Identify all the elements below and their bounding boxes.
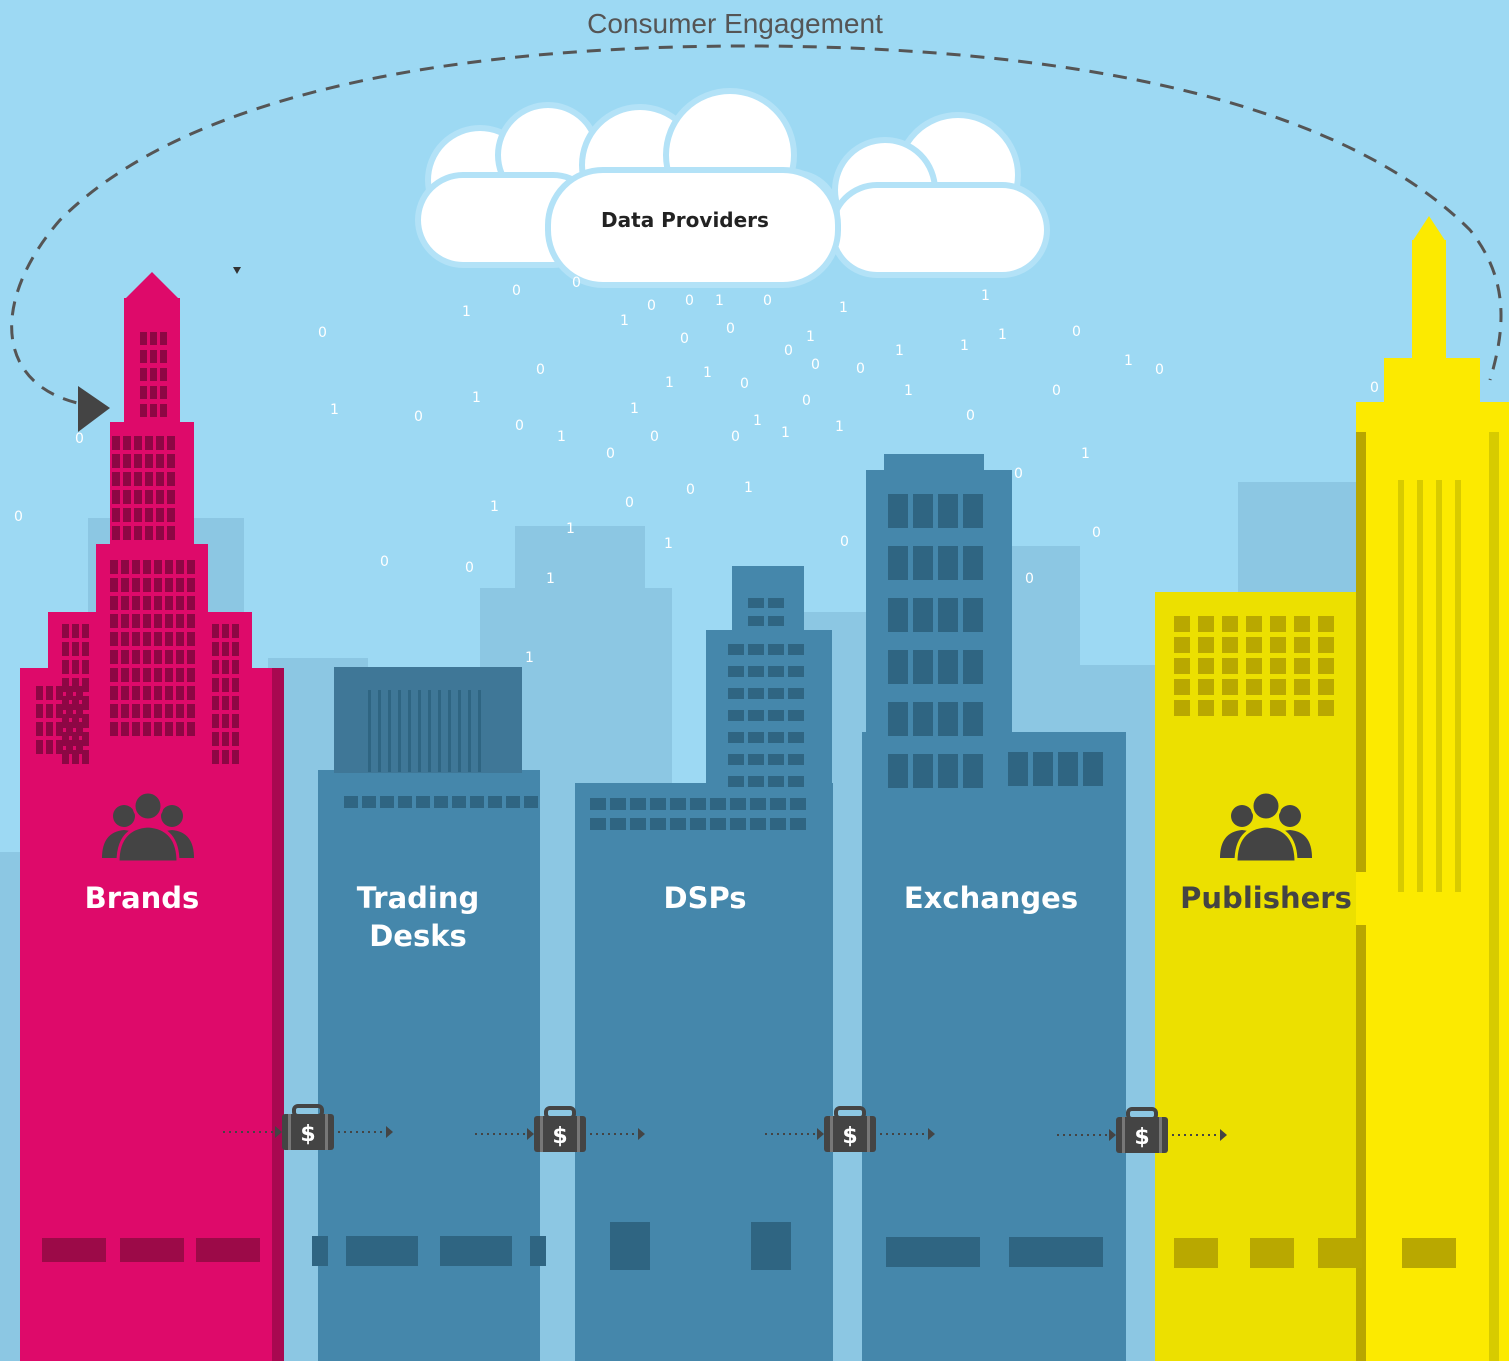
binary-digit: 1 (472, 390, 481, 406)
loop-arrowhead-icon (78, 386, 110, 432)
binary-digit: 1 (998, 327, 1007, 343)
data-providers-label: Data Providers (601, 208, 769, 232)
binary-digit: 1 (664, 536, 673, 552)
binary-digit: 0 (647, 298, 656, 314)
dsps-label: DSPs (663, 881, 747, 915)
money-briefcase-icon: $ (765, 1106, 935, 1152)
binary-digit: 1 (620, 313, 629, 329)
dollar-sign: $ (1134, 1125, 1149, 1150)
binary-digit: 0 (740, 376, 749, 392)
people-icon-publishers (1220, 790, 1312, 864)
binary-digit: 0 (685, 293, 694, 309)
binary-digit: 1 (490, 499, 499, 515)
binary-digit: 0 (318, 325, 327, 341)
brands-label: Brands (84, 881, 200, 915)
binary-digit: 0 (966, 408, 975, 424)
binary-digit: 0 (1052, 383, 1061, 399)
binary-digit: 0 (1025, 571, 1034, 587)
binary-digit: 1 (557, 429, 566, 445)
binary-digit: 0 (1072, 324, 1081, 340)
binary-digit: 1 (1124, 353, 1133, 369)
binary-digit: 1 (546, 571, 555, 587)
binary-digit: 0 (650, 429, 659, 445)
binary-digit: 0 (14, 509, 23, 525)
binary-digit: 0 (515, 418, 524, 434)
binary-digit: 0 (414, 409, 423, 425)
diagram-title: Consumer Engagement (587, 8, 883, 39)
binary-digit: 0 (784, 343, 793, 359)
money-briefcase-icon: $ (1057, 1107, 1227, 1153)
binary-digit: 1 (839, 300, 848, 316)
binary-digit: 1 (525, 650, 534, 666)
people-icon-brands (102, 790, 194, 864)
binary-digit: 1 (630, 401, 639, 417)
binary-digit: 0 (856, 361, 865, 377)
binary-digit: 1 (744, 480, 753, 496)
building-trading-desks (312, 667, 546, 1361)
dollar-sign: $ (300, 1122, 315, 1147)
binary-digit: 0 (536, 362, 545, 378)
dollar-sign: $ (552, 1124, 567, 1149)
binary-digit: 0 (726, 321, 735, 337)
binary-digit: 0 (1370, 380, 1379, 396)
binary-digit: 0 (811, 357, 820, 373)
money-flow: $ $ $ $ (223, 1104, 1227, 1153)
money-briefcase-icon: $ (223, 1104, 393, 1150)
binary-digit: 0 (680, 331, 689, 347)
binary-digit: 0 (731, 429, 740, 445)
building-dsps (575, 566, 833, 1361)
binary-digit: 0 (1092, 525, 1101, 541)
publishers-label: Publishers (1180, 881, 1352, 915)
binary-digit: 0 (380, 554, 389, 570)
binary-digit: 1 (1081, 446, 1090, 462)
binary-digit: 0 (840, 534, 849, 550)
binary-digit: 1 (806, 329, 815, 345)
binary-digit: 1 (462, 304, 471, 320)
binary-digit: 0 (75, 431, 84, 447)
binary-digit: 0 (1014, 466, 1023, 482)
binary-digit: 0 (512, 283, 521, 299)
binary-digit: 1 (566, 521, 575, 537)
binary-digit: 0 (802, 393, 811, 409)
binary-digit: 0 (763, 293, 772, 309)
binary-digit: 1 (665, 375, 674, 391)
binary-digit: 1 (703, 365, 712, 381)
money-briefcase-icon: $ (475, 1106, 645, 1152)
binary-digit: 1 (904, 383, 913, 399)
binary-digit: 0 (1155, 362, 1164, 378)
binary-digit: 1 (960, 338, 969, 354)
small-arrow-icon (233, 267, 241, 274)
binary-digit: 0 (465, 560, 474, 576)
binary-digit: 0 (606, 446, 615, 462)
engagement-loop-arrow (10, 44, 1503, 409)
binary-digit: 1 (981, 288, 990, 304)
binary-digit: 1 (753, 413, 762, 429)
binary-digit: 1 (330, 402, 339, 418)
trading-desks-label: Trading Desks (356, 881, 480, 953)
cloud-icon (415, 88, 1050, 288)
binary-digit: 1 (895, 343, 904, 359)
binary-digit: 1 (781, 425, 790, 441)
building-publishers (1155, 216, 1509, 1361)
exchanges-label: Exchanges (903, 881, 1079, 915)
binary-digit: 0 (572, 275, 581, 291)
binary-digit: 0 (625, 495, 634, 511)
binary-digit: 1 (835, 419, 844, 435)
dollar-sign: $ (842, 1124, 857, 1149)
binary-digit: 1 (715, 293, 724, 309)
binary-digit: 0 (686, 482, 695, 498)
building-windows (36, 332, 1461, 892)
